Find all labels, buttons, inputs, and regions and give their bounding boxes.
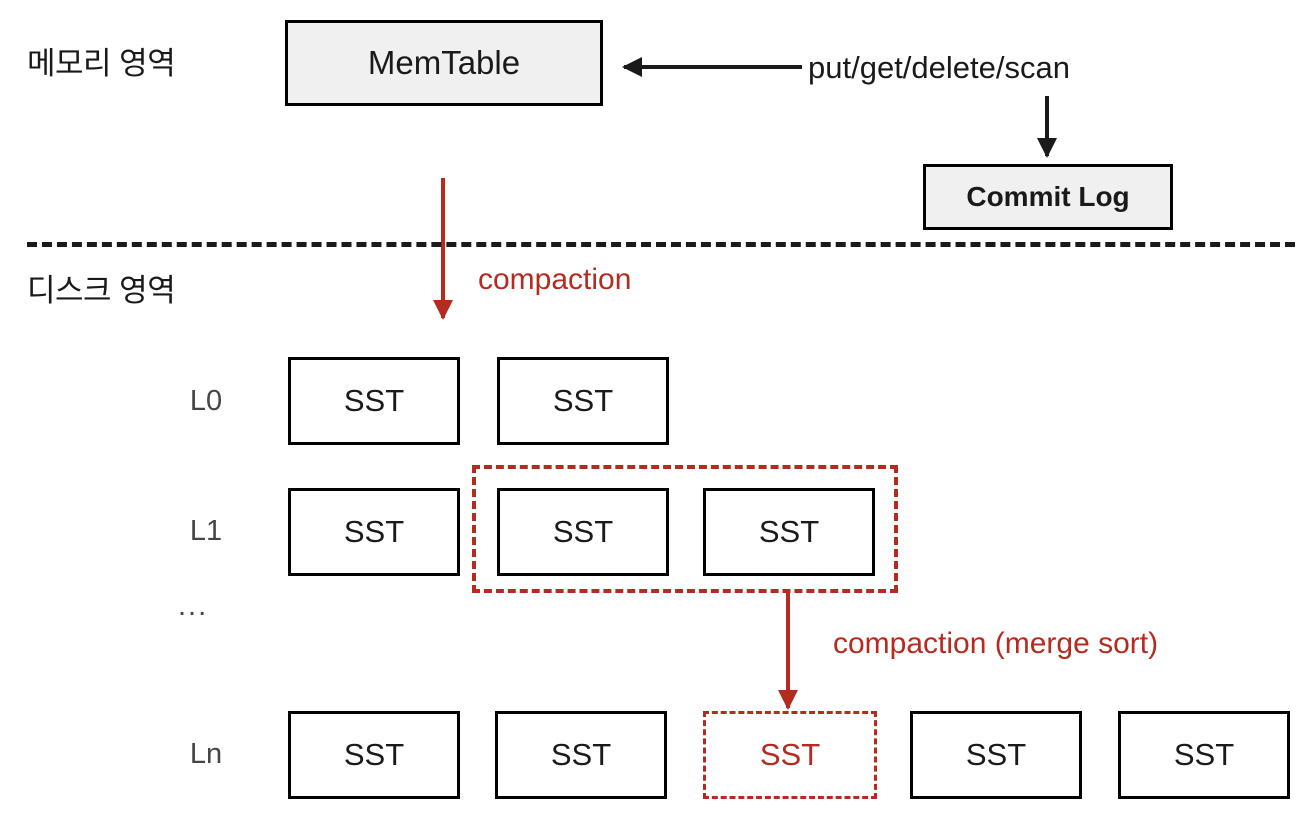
compaction-merge-sort-annotation: compaction (merge sort) [833,627,1159,660]
sst-box-l1-1[interactable]: SST [497,488,669,576]
sst-label: SST [550,737,612,772]
sst-label: SST [1173,737,1235,772]
sst-label: SST [343,383,405,418]
sst-box-ln-4[interactable]: SST [1118,711,1290,799]
sst-label: SST [759,737,821,772]
disk-region-label: 디스크 영역 [27,273,176,308]
commit-log-label: Commit Log [966,181,1130,212]
memory-region-label: 메모리 영역 [27,46,176,81]
sst-box-l1-0[interactable]: SST [288,488,460,576]
compaction-annotation: compaction [478,263,632,296]
level-label-ellipsis: ... [178,590,209,622]
sst-label: SST [343,514,405,549]
sst-box-l1-2[interactable]: SST [703,488,875,576]
sst-box-ln-0[interactable]: SST [288,711,460,799]
api-operations-label: put/get/delete/scan [808,50,1070,85]
sst-label: SST [343,737,405,772]
level-label-l1: L1 [189,515,223,547]
level-label-l0: L0 [189,385,223,417]
level-label-ln: Ln [189,738,223,770]
sst-box-l0-1[interactable]: SST [497,357,669,445]
memtable-box[interactable]: MemTable [285,20,603,106]
compaction-selection-group-l1[interactable] [472,465,898,593]
memory-disk-divider [27,242,1295,247]
sst-box-ln-2-merged[interactable]: SST [703,711,877,799]
sst-label: SST [552,514,614,549]
sst-label: SST [965,737,1027,772]
sst-label: SST [552,383,614,418]
sst-box-ln-3[interactable]: SST [910,711,1082,799]
memtable-label: MemTable [367,44,521,81]
sst-label: SST [758,514,820,549]
sst-box-ln-1[interactable]: SST [495,711,667,799]
sst-box-l0-0[interactable]: SST [288,357,460,445]
commit-log-box[interactable]: Commit Log [923,164,1173,230]
